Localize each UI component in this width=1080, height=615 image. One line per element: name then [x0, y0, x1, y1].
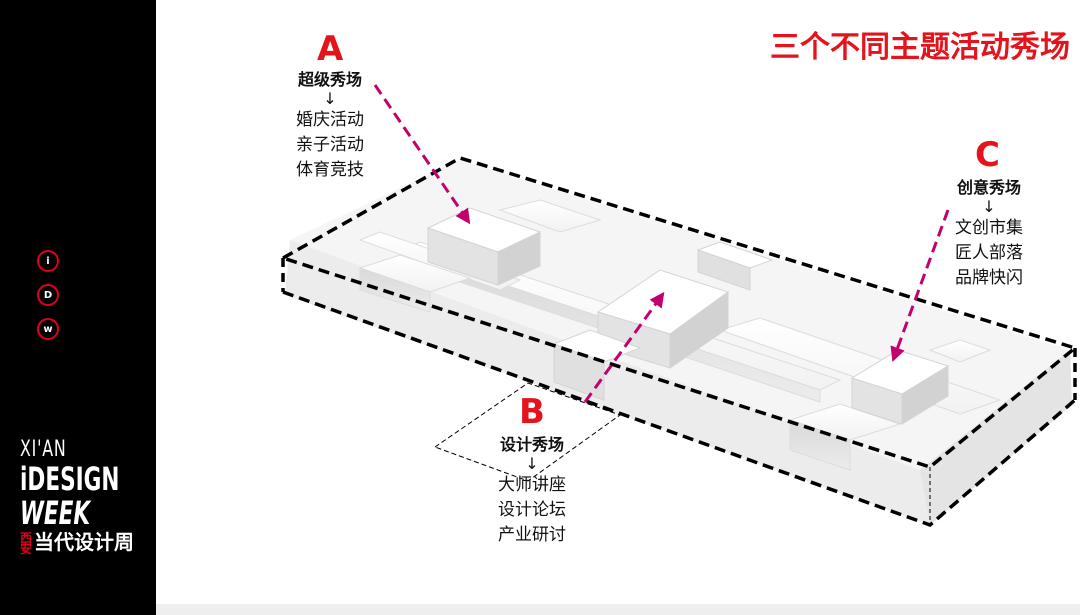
zone-c-down-arrow: ↓: [982, 197, 996, 216]
zone-b-item-3: 产业研讨: [498, 525, 566, 545]
building-b: [552, 241, 774, 401]
arrow-c: [890, 209, 950, 363]
zone-b-name: 设计秀场: [499, 435, 564, 454]
zone-c-item-1: 文创市集: [955, 218, 1023, 238]
idesign-week-logo: XI'AN iDESIGN WEEK 西安当代设计周: [20, 438, 150, 555]
zone-c-item-2: 匠人部落: [955, 243, 1023, 263]
zone-a-item-3: 体育竞技: [296, 160, 364, 180]
zone-a-letter: A: [317, 29, 344, 69]
zone-a-name: 超级秀场: [297, 70, 362, 89]
zone-c-label: 创意秀场 ↓ 文创市集 匠人部落 品牌快闪: [941, 178, 1037, 291]
bottom-bar: [156, 604, 1080, 615]
zone-c-letter: C: [975, 135, 1000, 175]
logo-line-chinese: 西安当代设计周: [20, 530, 150, 555]
logo-line-week: WEEK: [20, 494, 91, 532]
arrow-a: [373, 84, 471, 225]
arrow-b: [583, 291, 665, 403]
logo-line-xian: XI'AN: [20, 437, 67, 462]
logo-cn: 当代设计周: [34, 530, 134, 554]
zone-b-down-arrow: ↓: [525, 454, 539, 473]
pointer-arrows: [373, 84, 950, 403]
page-title: 三个不同主题活动秀场: [770, 30, 1070, 65]
zone-c-name: 创意秀场: [956, 178, 1021, 197]
zone-b-item-2: 设计论坛: [498, 500, 566, 520]
zone-a-item-2: 亲子活动: [296, 135, 364, 155]
badge-i: i: [37, 250, 59, 272]
badge-d: D: [37, 284, 59, 306]
zone-a-item-1: 婚庆活动: [296, 110, 364, 130]
logo-xian: 西安: [20, 530, 33, 556]
badge-w: w: [37, 318, 59, 340]
zone-a-down-arrow: ↓: [323, 89, 337, 108]
logo-line-idesign: iDESIGN: [20, 460, 120, 498]
zone-b-item-1: 大师讲座: [498, 475, 566, 495]
zone-a-label: 超级秀场 ↓ 婚庆活动 亲子活动 体育竞技: [282, 70, 378, 183]
zone-b-outline: [433, 382, 622, 482]
zone-b-letter: B: [519, 392, 545, 432]
sidebar: i D w XI'AN iDESIGN WEEK 西安当代设计周: [0, 0, 156, 615]
zone-c-item-3: 品牌快闪: [955, 268, 1023, 288]
site-boundary: [281, 156, 1079, 527]
building-c: [850, 349, 950, 425]
zone-b-label: 设计秀场 ↓ 大师讲座 设计论坛 产业研讨: [484, 435, 580, 548]
